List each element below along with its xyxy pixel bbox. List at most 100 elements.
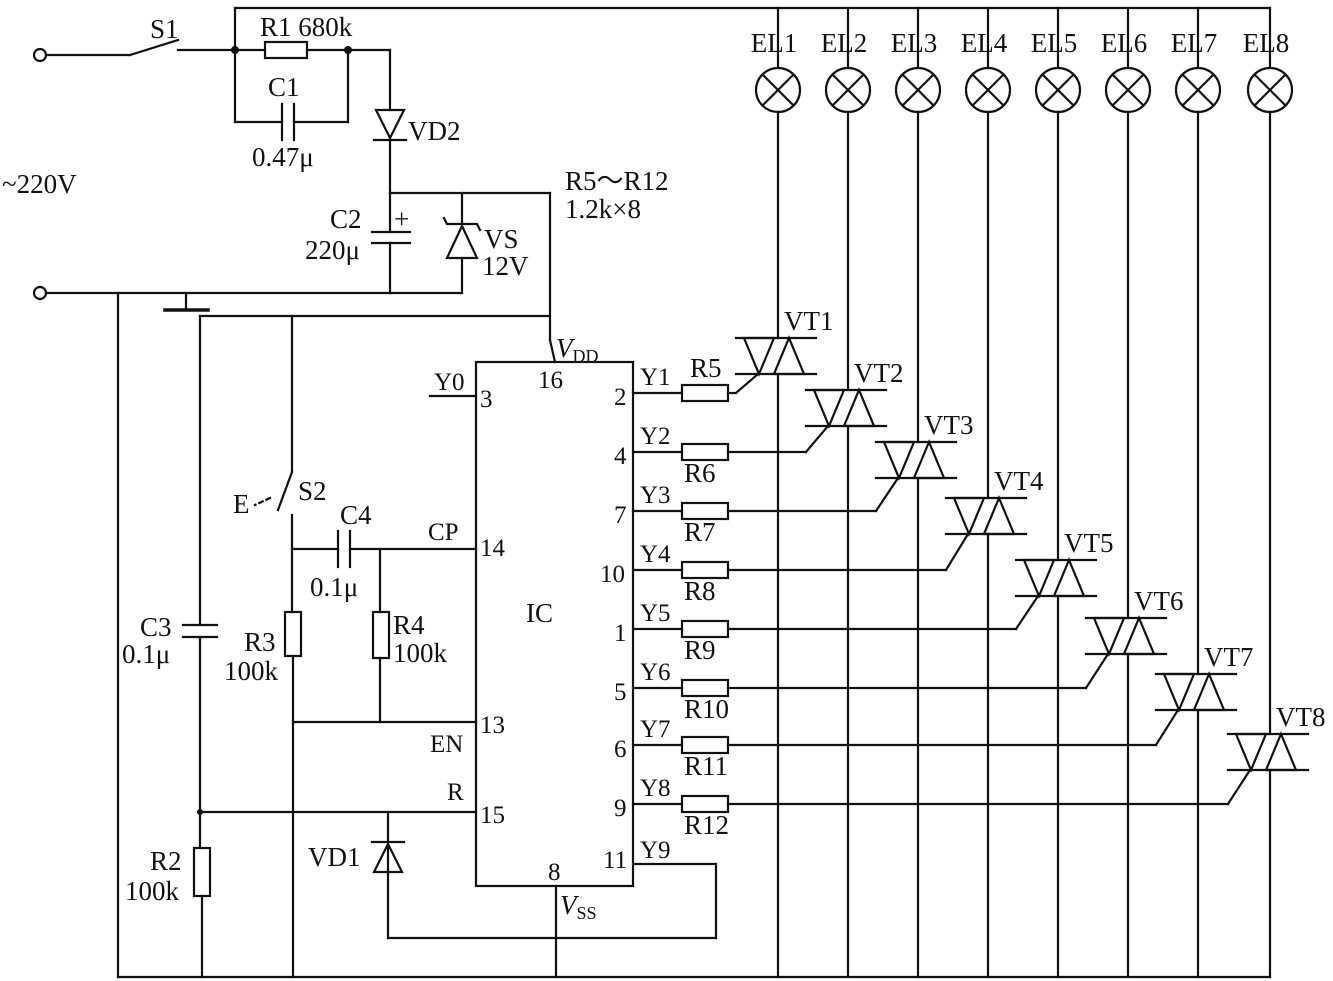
lamp-el6 — [1104, 66, 1152, 114]
triac-vt3 — [882, 440, 916, 481]
triac-label-6: VT6 — [1134, 586, 1184, 616]
c2-value: 220μ — [305, 235, 360, 265]
resistor-r2 — [192, 846, 212, 898]
lamp-label-8: EL8 — [1243, 28, 1290, 58]
resistor-label-8: R12 — [684, 810, 729, 840]
gate-wire-3 — [874, 476, 900, 513]
terminal-top — [32, 47, 48, 63]
gate-wire-5 — [1014, 594, 1040, 631]
vd1-label: VD1 — [308, 842, 361, 872]
triac-vt1 — [742, 336, 776, 377]
pin-16: 16 — [538, 367, 563, 394]
resistor-label-5: R9 — [684, 635, 716, 665]
output-label-6: Y6 — [640, 659, 671, 686]
output-pin-7: 6 — [614, 736, 627, 763]
ic-package: IC VDD 16 8 VSS Y0 3 CP 14 EN 13 R 15 Y9… — [428, 333, 671, 923]
triac-vt6 — [1092, 616, 1126, 657]
y9-label: Y9 — [640, 837, 671, 864]
r1-label: R1 680k — [260, 12, 353, 42]
c3-label: C3 — [140, 612, 172, 642]
resistor-r1 — [263, 40, 309, 60]
output-pin-2: 4 — [614, 443, 627, 470]
r4-label: R4 — [393, 610, 425, 640]
gate-wire-7 — [1154, 708, 1180, 747]
clock-section: C3 0.1μ R2 100k E S2 C4 0.1μ R3 100k R4 — [116, 291, 1272, 979]
lamp-el1 — [754, 66, 802, 114]
gate-wire-6 — [1084, 652, 1110, 690]
pin-8: 8 — [548, 859, 561, 886]
vss-label: VSS — [560, 890, 597, 923]
output-pin-1: 2 — [614, 384, 627, 411]
r2-value: 100k — [125, 876, 180, 906]
triac-vt5 — [1022, 558, 1056, 599]
vs-label: VS — [484, 224, 519, 254]
r3-value: 100k — [224, 656, 279, 686]
lamp-el8 — [1246, 66, 1294, 114]
resistor-r3 — [283, 610, 303, 658]
output-pin-8: 9 — [614, 795, 627, 822]
triac-label-3: VT3 — [924, 410, 974, 440]
output-pin-3: 7 — [614, 502, 627, 529]
output-pin-5: 1 — [614, 620, 627, 647]
lamp-label-6: EL6 — [1101, 28, 1148, 58]
triac-label-2: VT2 — [854, 358, 904, 388]
cp-label: CP — [428, 519, 459, 546]
ic-body — [474, 360, 635, 888]
resistor-note-line2: 1.2k×8 — [565, 194, 641, 224]
r3-label: R3 — [244, 627, 276, 657]
resistor-label-3: R7 — [684, 517, 716, 547]
gate-wire-1 — [734, 372, 760, 395]
output-pin-6: 5 — [614, 679, 627, 706]
output-label-2: Y2 — [640, 423, 671, 450]
output-label-5: Y5 — [640, 600, 671, 627]
switch-s1-blade — [128, 38, 180, 57]
triac-vt7 — [1162, 672, 1196, 713]
r-label: R — [447, 779, 464, 806]
lamp-label-1: EL1 — [751, 28, 798, 58]
lamp-el5 — [1034, 66, 1082, 114]
e-label: E — [233, 489, 250, 519]
resistor-label-4: R8 — [684, 576, 716, 606]
r2-label: R2 — [150, 846, 182, 876]
output-label-4: Y4 — [640, 541, 671, 568]
triac-label-5: VT5 — [1064, 528, 1114, 558]
triac-label-1: VT1 — [784, 306, 834, 336]
c4-label: C4 — [340, 500, 372, 530]
lamp-label-5: EL5 — [1031, 28, 1078, 58]
lamp-label-2: EL2 — [821, 28, 868, 58]
lamp-el4 — [964, 66, 1012, 114]
pin-13: 13 — [480, 712, 505, 739]
triac-vt8 — [1234, 732, 1268, 773]
lamp-label-3: EL3 — [891, 28, 938, 58]
r4-value: 100k — [393, 638, 448, 668]
output-label-1: Y1 — [640, 364, 671, 391]
triac-label-4: VT4 — [994, 466, 1044, 496]
c1-value: 0.47μ — [252, 142, 314, 172]
triac-vt4 — [952, 496, 986, 537]
pin-11: 11 — [603, 847, 627, 874]
pin-3: 3 — [480, 386, 493, 413]
resistor-label-7: R11 — [684, 751, 728, 781]
switch-s2-blade — [276, 470, 294, 512]
vs-value: 12V — [482, 251, 529, 281]
gate-wire-8 — [1226, 768, 1252, 806]
supply-section: S1 ~220V R1 680k C1 0.47μ VD2 + C2 220μ — [2, 6, 1272, 364]
triac-label-8: VT8 — [1276, 702, 1326, 732]
gate-wire-2 — [804, 424, 830, 454]
triac-label-7: VT7 — [1204, 642, 1254, 672]
output-label-7: Y7 — [640, 716, 671, 743]
s1-label: S1 — [150, 14, 179, 44]
output-label-8: Y8 — [640, 775, 671, 802]
zener-vs — [445, 223, 479, 260]
y0-label: Y0 — [434, 369, 465, 396]
triac-vt2 — [812, 388, 846, 429]
resistor-label-1: R5 — [690, 353, 722, 383]
output-channels: Y12R5VT1EL1Y24R6VT2EL2Y37R7VT3EL3Y410R8V… — [600, 6, 1326, 979]
resistor-label-6: R10 — [684, 694, 729, 724]
lamp-el7 — [1174, 66, 1222, 114]
lamp-label-4: EL4 — [961, 28, 1008, 58]
c1-label: C1 — [268, 72, 300, 102]
voltage-label: ~220V — [2, 169, 77, 199]
output-label-3: Y3 — [640, 482, 671, 509]
diode-vd2 — [374, 108, 406, 141]
